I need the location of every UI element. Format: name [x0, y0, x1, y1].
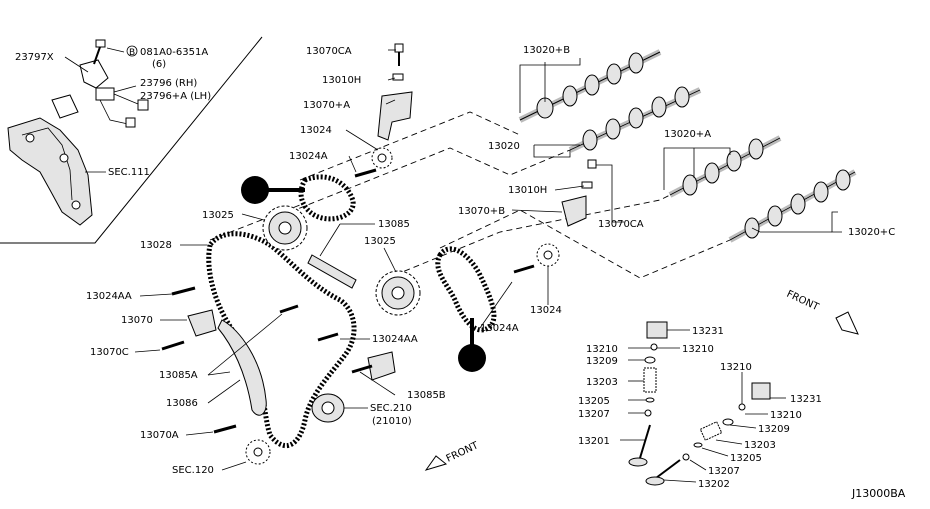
label-13025-center: 13025: [364, 236, 396, 247]
front-label-top: FRONT: [785, 289, 821, 314]
inset-label-23796: 23796 (RH): [140, 78, 197, 89]
label-13207-b: 13207: [708, 466, 740, 477]
chain-mark-right: [458, 318, 486, 372]
label-13209-b: 13209: [758, 424, 790, 435]
label-13020a: 13020+A: [664, 129, 711, 140]
camshaft-13020: [568, 86, 702, 153]
label-13028: 13028: [140, 240, 172, 251]
leader-lines: [134, 49, 842, 483]
label-13070: 13070: [121, 315, 153, 326]
secondary-timing-chain-left: [298, 174, 356, 222]
label-13070c: 13070C: [90, 347, 129, 358]
diagram-code: J13000BA: [851, 487, 906, 500]
label-13085b: 13085B: [407, 390, 446, 401]
label-13070ca-top: 13070CA: [306, 46, 352, 57]
label-13025-left: 13025: [202, 210, 234, 221]
inset-panel: 23797X B 081A0-6351A (6) 23796 (RH) 2379…: [0, 36, 263, 244]
alignment-dashed-lines: [209, 111, 731, 279]
label-13020c: 13020+C: [848, 227, 895, 238]
crank-sprocket-sec120: [245, 439, 271, 465]
label-13201: 13201: [578, 436, 610, 447]
label-13024a-right: 13024A: [480, 323, 519, 334]
bolt-symbol-letter: B: [129, 48, 135, 58]
label-13070a-bottom: 13070A: [140, 430, 179, 441]
label-13020b: 13020+B: [523, 45, 570, 56]
bolt-symbol-circle: [126, 45, 138, 57]
label-13085a: 13085A: [159, 370, 198, 381]
chain-tensioner-13070: [187, 309, 217, 337]
inset-label-23797x: 23797X: [15, 52, 54, 63]
label-13205-b: 13205: [730, 453, 762, 464]
sprocket-13024-top: [371, 147, 393, 169]
label-13024aa-center: 13024AA: [372, 334, 418, 345]
chain-mark-left: [241, 176, 305, 204]
inset-label-bolt-code: 081A0-6351A: [140, 47, 208, 58]
label-13231-b: 13231: [790, 394, 822, 405]
label-13070ca-right: 13070CA: [598, 219, 644, 230]
oil-pump-sec210: [311, 393, 345, 423]
camshaft-13020c: [728, 169, 857, 243]
label-13203: 13203: [586, 377, 618, 388]
inset-label-sec111: SEC.111: [108, 167, 150, 178]
label-13203-b: 13203: [744, 440, 776, 451]
chain-guide-13085a: [217, 319, 267, 416]
valve-set-right: [645, 382, 771, 486]
label-13210-a: 13210: [586, 344, 618, 355]
label-13231: 13231: [692, 326, 724, 337]
label-13210-c: 13210: [720, 362, 752, 373]
label-13207: 13207: [578, 409, 610, 420]
part-labels: 13070CA 13010H 13070+A 13024 13024A 1302…: [86, 45, 906, 500]
sprocket-13024-right: [536, 243, 560, 267]
label-13010h-right: 13010H: [508, 185, 547, 196]
camshaft-13020b: [518, 49, 662, 123]
camshaft-13020a: [668, 135, 782, 198]
label-13205: 13205: [578, 396, 610, 407]
valve-set-left: [628, 321, 668, 467]
label-sec210: SEC.210: [370, 403, 412, 414]
label-13024a-top: 13024A: [289, 151, 328, 162]
label-13210-d: 13210: [770, 410, 802, 421]
label-13209: 13209: [586, 356, 618, 367]
label-sec120: SEC.120: [172, 465, 214, 476]
sprocket-13025-center: [375, 270, 421, 316]
bolt-sketch: [93, 39, 106, 65]
label-13024aa-left: 13024AA: [86, 291, 132, 302]
chain-guide-13085b: [367, 351, 396, 381]
bolts: [161, 168, 535, 434]
label-13010h-top: 13010H: [322, 75, 361, 86]
front-arrow-top-right: FRONT: [785, 289, 859, 335]
chain-tensioner-13070a-top: [377, 43, 413, 141]
secondary-timing-chain-right: [435, 246, 497, 333]
chain-tensioner-13070b-right: [561, 159, 597, 227]
label-13070a-top: 13070+A: [303, 100, 350, 111]
label-13085: 13085: [378, 219, 410, 230]
label-13210-b: 13210: [682, 344, 714, 355]
camshaft-position-sensor-sketch: [95, 87, 149, 128]
label-13202: 13202: [698, 479, 730, 490]
label-13024-right: 13024: [530, 305, 562, 316]
inset-label-bolt-qty: (6): [152, 59, 166, 70]
front-arrow-bottom: FRONT: [424, 440, 481, 471]
inset-label-23796a: 23796+A (LH): [140, 91, 211, 102]
label-13020: 13020: [488, 141, 520, 152]
label-13086: 13086: [166, 398, 198, 409]
front-label-bottom: FRONT: [445, 440, 481, 465]
timing-cover-bracket-sketch: [7, 59, 109, 226]
label-13024-top: 13024: [300, 125, 332, 136]
chain-guide-13085: [307, 254, 357, 289]
sprocket-13025-left: [262, 205, 308, 251]
label-13070b: 13070+B: [458, 206, 505, 217]
label-sec210-sub: (21010): [372, 416, 412, 427]
